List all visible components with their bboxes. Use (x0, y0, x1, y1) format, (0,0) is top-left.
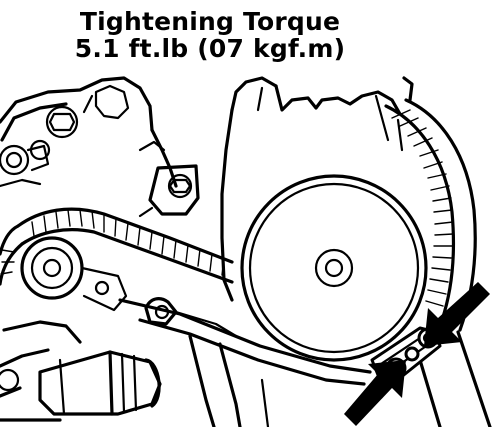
engine-housing (0, 76, 178, 188)
timing-belt-lower-strand (118, 298, 372, 386)
hex-bolt-upper-left (45, 105, 79, 139)
idler-pulley (20, 236, 128, 312)
torque-value: 5.1 ft.lb (07 kgf.m) (74, 34, 346, 63)
arrow-upper-icon (424, 282, 490, 346)
bracket-bolt (167, 173, 193, 199)
torque-title: Tightening Torque (79, 7, 341, 36)
coolant-fitting (0, 320, 162, 422)
bolt-stack-left (0, 139, 51, 188)
torque-callout: Tightening Torque 5.1 ft.lb (07 kgf.m) (0, 8, 420, 62)
tensioner-arm (144, 297, 238, 338)
timing-belt-left-strand (0, 224, 24, 286)
cam-cover (220, 76, 414, 302)
lower-housing (188, 330, 492, 427)
timing-belt-upper-strand (16, 207, 234, 284)
arrow-lower-icon (344, 360, 406, 426)
camshaft-sprocket (240, 174, 428, 362)
bracket (138, 164, 200, 218)
